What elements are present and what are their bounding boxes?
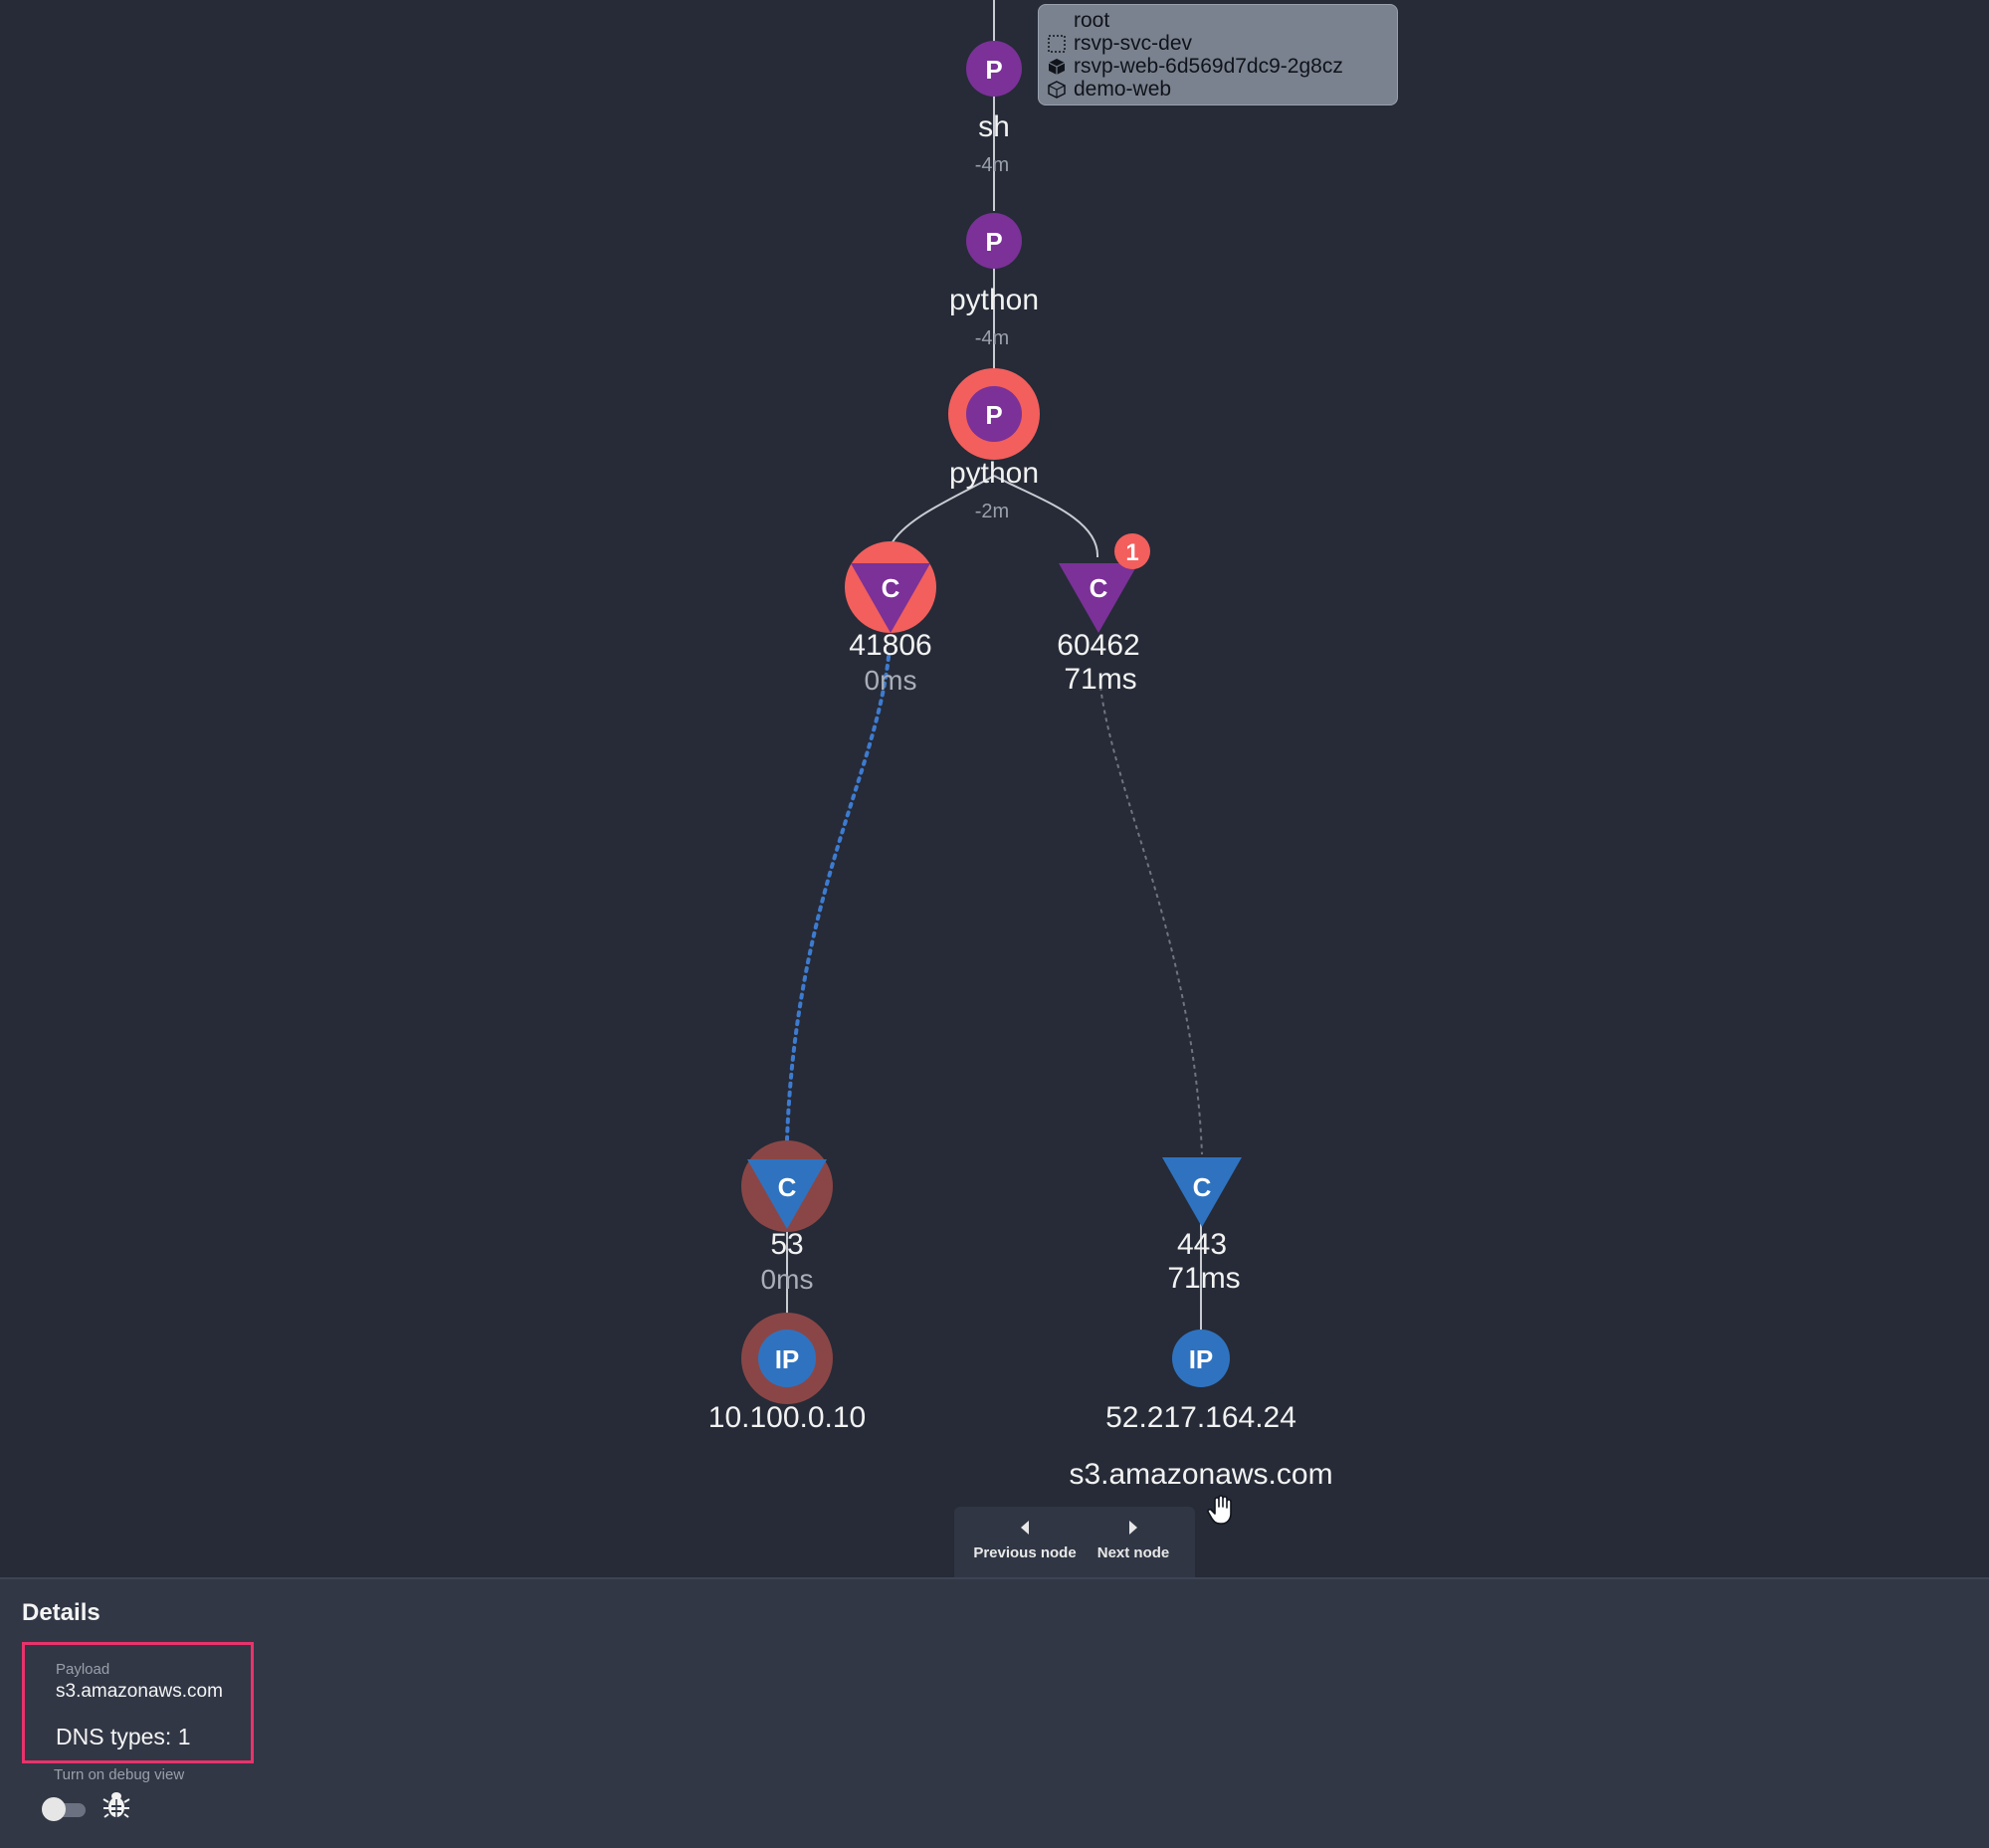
process-name-sh: sh	[978, 110, 1010, 143]
alert-count: 1	[1125, 539, 1138, 566]
ip-node-10-100-0-10[interactable]: IP	[741, 1313, 833, 1404]
debug-view-label: Turn on debug view	[54, 1766, 185, 1783]
tooltip-row-namespace: rsvp-svc-dev	[1047, 32, 1397, 55]
toggle-knob	[42, 1797, 66, 1821]
tooltip-user: root	[1074, 9, 1110, 32]
process-badge: P	[985, 227, 1002, 257]
connection-latency-443: 71ms	[1167, 1262, 1241, 1295]
process-time-python-2: -2m	[974, 501, 1010, 522]
tooltip-container: demo-web	[1074, 78, 1172, 101]
connection-port-53: 53	[770, 1228, 804, 1261]
container-icon	[1047, 80, 1067, 100]
connection-badge: C	[778, 1172, 797, 1202]
process-badge: P	[985, 55, 1002, 85]
pod-icon	[1047, 57, 1067, 77]
alert-badge[interactable]	[1114, 533, 1150, 569]
process-node-sh[interactable]: P	[966, 41, 1022, 97]
connection-badge: C	[1193, 1172, 1212, 1202]
payload-label: Payload	[56, 1661, 110, 1678]
user-icon	[1047, 11, 1067, 31]
connection-node-60462[interactable]: C 1	[1059, 533, 1150, 633]
connection-port-41806: 41806	[849, 629, 932, 662]
ip-address-1: 10.100.0.10	[707, 1401, 867, 1434]
dns-types-value: 1	[177, 1724, 191, 1749]
process-graph[interactable]: P P P C C 1 C	[0, 0, 1989, 1577]
details-panel: Details Payload s3.amazonaws.com DNS typ…	[0, 1577, 1989, 1848]
payload-value: s3.amazonaws.com	[56, 1681, 223, 1702]
tooltip-namespace: rsvp-svc-dev	[1074, 32, 1193, 55]
caret-right-icon	[1129, 1521, 1137, 1535]
process-badge: P	[985, 400, 1002, 430]
edge-dotted-60462-443	[1099, 686, 1203, 1155]
connection-badge: C	[1090, 573, 1108, 603]
ip-address-2: 52.217.164.24	[1105, 1401, 1296, 1434]
next-node-button[interactable]: Next node	[1079, 1519, 1188, 1570]
process-node-python-1[interactable]: P	[966, 213, 1022, 269]
connection-node-41806[interactable]: C	[845, 541, 936, 633]
namespace-icon	[1047, 34, 1067, 54]
tooltip-pod: rsvp-web-6d569d7dc9-2g8cz	[1074, 55, 1343, 78]
next-node-label: Next node	[1096, 1544, 1170, 1561]
ip-badge: IP	[775, 1344, 800, 1374]
connection-latency-53: 0ms	[760, 1264, 814, 1295]
connection-node-53[interactable]: C	[741, 1140, 833, 1232]
tooltip-row-user: root	[1047, 9, 1397, 32]
details-title: Details	[22, 1599, 100, 1626]
process-time-sh: -4m	[974, 154, 1010, 176]
edge-python-conn-60462	[993, 475, 1099, 558]
ip-node-52-217-164-24[interactable]: IP	[1172, 1330, 1230, 1387]
graph-canvas: P P P C C 1 C	[741, 0, 1242, 1404]
connection-port-60462: 60462	[1057, 629, 1140, 662]
connection-badge: C	[882, 573, 900, 603]
tooltip-row-container: demo-web	[1047, 78, 1397, 101]
bug-icon[interactable]	[102, 1789, 130, 1819]
payload-box: Payload s3.amazonaws.com DNS types: 1	[22, 1642, 254, 1763]
caret-left-icon	[1021, 1521, 1029, 1535]
connection-port-443: 443	[1176, 1228, 1228, 1261]
process-name-python-1: python	[948, 284, 1040, 316]
connection-latency-41806: 0ms	[864, 665, 917, 696]
ip-hostname-2: s3.amazonaws.com	[1069, 1458, 1333, 1491]
previous-node-label: Previous node	[973, 1544, 1077, 1561]
connection-latency-60462: 71ms	[1064, 663, 1137, 696]
ip-badge: IP	[1189, 1344, 1214, 1374]
process-time-python-1: -4m	[974, 327, 1010, 349]
edge-python-conn-41806	[890, 475, 995, 546]
debug-view-toggle[interactable]	[42, 1796, 90, 1822]
process-node-python-2[interactable]: P	[948, 368, 1040, 460]
hand-cursor-icon	[1207, 1495, 1232, 1525]
edge-dotted-41806-53	[785, 655, 891, 1141]
connection-node-443[interactable]: C	[1162, 1157, 1242, 1227]
tooltip-row-pod: rsvp-web-6d569d7dc9-2g8cz	[1047, 55, 1397, 78]
process-name-python-2: python	[948, 457, 1040, 490]
process-context-tooltip: root rsvp-svc-dev rsvp-web-6d569d7dc9-2g…	[1038, 4, 1398, 105]
node-navigation: Previous node Next node	[954, 1507, 1195, 1577]
previous-node-button[interactable]: Previous node	[970, 1519, 1080, 1570]
dns-types: DNS types: 1	[56, 1724, 191, 1750]
dns-types-label: DNS types:	[56, 1724, 172, 1749]
